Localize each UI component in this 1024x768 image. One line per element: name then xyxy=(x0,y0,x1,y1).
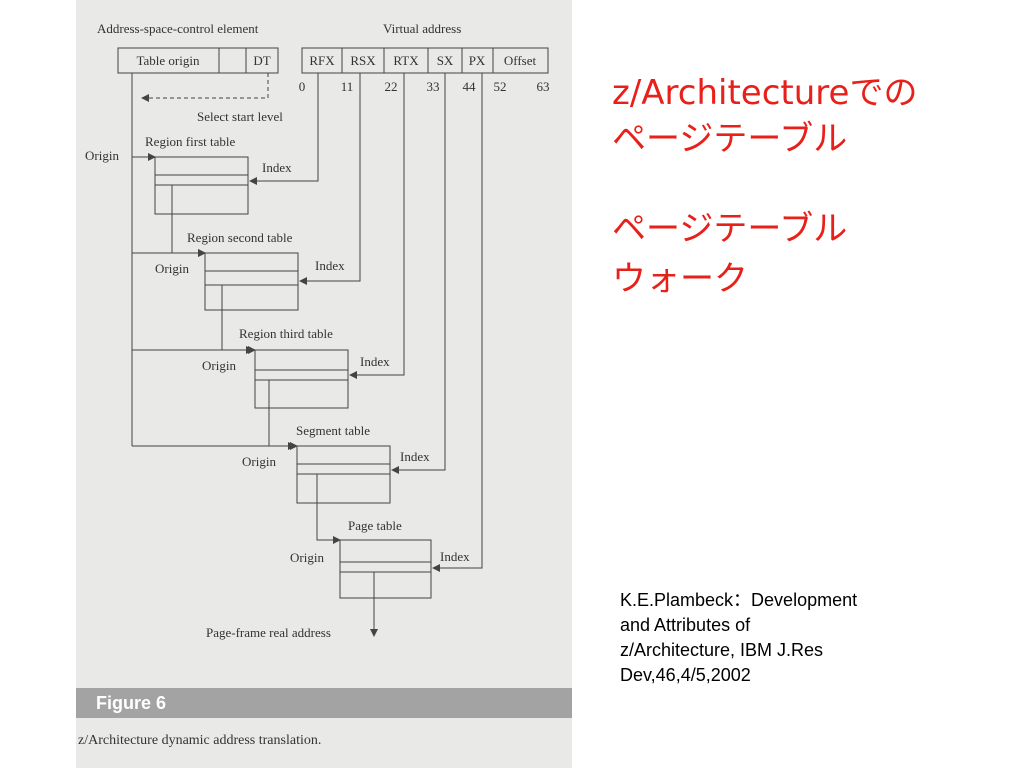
slide-subtitle-line: ページテーブル xyxy=(612,209,848,249)
figure-label-bar xyxy=(76,688,572,718)
asce-label: Address-space-control element xyxy=(97,21,259,36)
table-title-page: Page table xyxy=(348,518,402,533)
va-field-sx: SX xyxy=(437,53,454,68)
asce-box xyxy=(117,47,279,74)
bit-position: 11 xyxy=(341,79,354,94)
citation-line: and Attributes of xyxy=(620,615,751,635)
index-label: Index xyxy=(315,258,345,273)
virtual-address-label: Virtual address xyxy=(383,21,461,36)
scanned-figure-background xyxy=(76,0,572,768)
origin-label: Origin xyxy=(155,261,189,276)
va-field-rfx: RFX xyxy=(309,53,335,68)
slide-title-line: z/Architectureでの xyxy=(612,73,918,113)
region-second-table xyxy=(204,252,299,311)
table-title-region-third: Region third table xyxy=(239,326,333,341)
va-field-px: PX xyxy=(469,53,486,68)
citation-line: Dev,46,4/5,2002 xyxy=(620,665,751,685)
table-title-segment: Segment table xyxy=(296,423,370,438)
index-label: Index xyxy=(400,449,430,464)
citation: K.E.Plambeck：Development and Attributes … xyxy=(620,588,960,688)
bit-position: 0 xyxy=(299,79,306,94)
select-start-level-arrow xyxy=(141,73,269,102)
citation-line: z/Architecture, IBM J.Res xyxy=(620,640,824,660)
origin-label: Origin xyxy=(242,454,276,469)
page-frame-real-address-label: Page-frame real address xyxy=(206,625,331,640)
bit-position: 52 xyxy=(494,79,507,94)
virtual-address-box xyxy=(301,47,549,74)
slide-title: z/Architectureでの ページテーブル xyxy=(612,70,1012,162)
origin-label: Origin xyxy=(85,148,119,163)
slide-subtitle: ページテーブル ウォーク xyxy=(612,204,1012,304)
index-label: Index xyxy=(440,549,470,564)
figure-caption: z/Architecture dynamic address translati… xyxy=(78,733,322,748)
slide-subtitle-line: ウォーク xyxy=(612,259,748,299)
bit-position: 44 xyxy=(463,79,477,94)
slide-title-line: ページテーブル xyxy=(612,119,848,159)
va-field-rtx: RTX xyxy=(393,53,419,68)
bit-position: 63 xyxy=(537,79,550,94)
va-field-offset: Offset xyxy=(504,53,537,68)
bit-position: 33 xyxy=(427,79,440,94)
index-label: Index xyxy=(262,160,292,175)
table-title-region-second: Region second table xyxy=(187,230,293,245)
origin-label: Origin xyxy=(290,550,324,565)
asce-field-table-origin: Table origin xyxy=(137,53,200,68)
bit-position: 22 xyxy=(385,79,398,94)
region-third-table xyxy=(254,349,349,409)
va-field-rsx: RSX xyxy=(350,53,376,68)
select-start-level-label: Select start level xyxy=(197,109,283,124)
page-table xyxy=(339,539,432,599)
table-title-region-first: Region first table xyxy=(145,134,235,149)
citation-line: K.E.Plambeck：Development xyxy=(620,590,858,610)
asce-field-dt: DT xyxy=(253,53,270,68)
figure-label: Figure 6 xyxy=(96,693,167,713)
index-label: Index xyxy=(360,354,390,369)
origin-label: Origin xyxy=(202,358,236,373)
